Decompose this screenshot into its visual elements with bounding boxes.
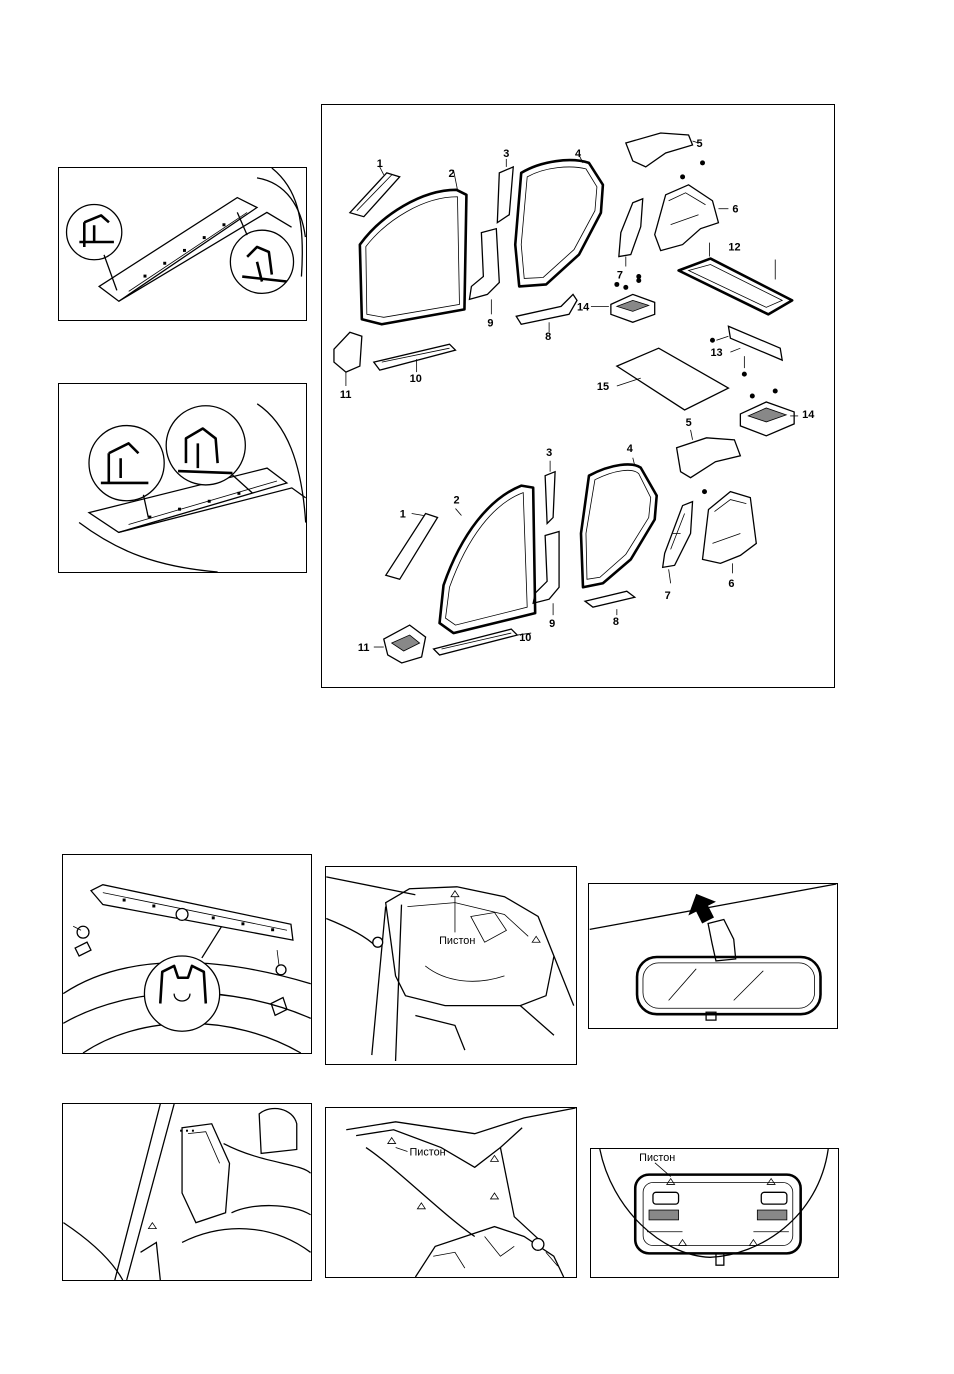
part-5-c-pillar-trim-b (677, 438, 741, 478)
part-7-c-pillar-lower-b (663, 502, 693, 568)
callout-1-bottom: 1 (400, 509, 406, 521)
part-9-b-pillar-lower (469, 229, 499, 300)
callout-14-top: 14 (577, 301, 590, 313)
rear-seat-pillar-drawing (63, 1104, 311, 1280)
callout-3-top: 3 (503, 148, 509, 160)
sill-clips-front-drawing (59, 384, 306, 572)
callout-11-top: 11 (340, 389, 352, 401)
callout-14-lower: 14 (802, 409, 815, 421)
part-2-front-door-seal (360, 190, 467, 324)
detail-quarter-trim-piston: Пистон (325, 866, 577, 1065)
callout-13-top: 13 (710, 347, 722, 359)
callout-6-top: 6 (732, 204, 738, 216)
part-5-c-pillar-trim (626, 133, 693, 167)
callout-3-bottom: 3 (546, 447, 552, 459)
sill-clips-rear-drawing (59, 168, 306, 320)
callout-4-top: 4 (575, 148, 582, 160)
callout-5-top: 5 (697, 138, 703, 150)
detail-rear-panel-clips (62, 854, 312, 1054)
callout-9-bottom: 9 (549, 618, 555, 630)
callout-6-bottom: 6 (728, 578, 734, 590)
interior-trim-exploded-view: 1 2 3 4 5 6 7 8 9 10 11 12 13 14 15 14 1 (322, 105, 834, 687)
piston-label-c-pillar: Пистон (409, 1146, 445, 1158)
part-13-bracket (728, 326, 782, 360)
part-3-b-pillar-upper (497, 167, 513, 223)
part-6-quarter-trim (655, 185, 719, 251)
dome-light-pistons-drawing: Пистон (591, 1149, 838, 1277)
part-1-a-pillar-trim-b (386, 514, 438, 580)
part-4-rear-door-seal (515, 160, 603, 286)
callout-8-top: 8 (545, 331, 551, 343)
callout-12-top: 12 (728, 242, 740, 254)
detail-rear-mirror (588, 883, 838, 1029)
callout-10-bottom: 10 (519, 632, 531, 644)
part-11-kick-panel (334, 332, 362, 372)
detail-rear-seat-pillar (62, 1103, 312, 1281)
part-8-rear-sill-plate (516, 294, 577, 324)
callout-9-top: 9 (487, 317, 493, 329)
rear-panel-clips-drawing (63, 855, 311, 1053)
part-6-quarter-trim-b (703, 492, 757, 564)
part-8-rear-sill-plate-b (585, 591, 635, 607)
rear-mirror-drawing (589, 884, 837, 1028)
detail-c-pillar-pistons: Пистон (325, 1107, 577, 1278)
callout-5-bottom: 5 (686, 417, 692, 429)
callout-1-top: 1 (377, 158, 383, 170)
part-10-front-sill-plate (374, 344, 456, 370)
part-2-front-door-seal-b (440, 486, 536, 633)
c-pillar-pistons-drawing: Пистон (326, 1108, 576, 1277)
part-4-rear-door-seal-b (581, 464, 657, 587)
detail-dome-light-pistons: Пистон (590, 1148, 839, 1278)
main-exploded-diagram: 1 2 3 4 5 6 7 8 9 10 11 12 13 14 15 14 1 (321, 104, 835, 688)
part-3-b-pillar-upper-b (545, 472, 555, 524)
callout-7-top: 7 (617, 269, 623, 281)
detail-sill-clips-rear (58, 167, 307, 321)
callout-8-bottom: 8 (613, 616, 619, 628)
part-10-front-sill-plate-b (434, 629, 518, 655)
callout-11-bottom: 11 (358, 642, 370, 654)
quarter-trim-piston-drawing: Пистон (326, 867, 576, 1064)
detail-sill-clips-front (58, 383, 307, 573)
piston-label-quarter: Пистон (439, 935, 475, 947)
callout-2-bottom: 2 (453, 495, 459, 507)
callout-7-bottom: 7 (665, 590, 671, 602)
part-9-b-pillar-lower-b (533, 531, 559, 603)
callout-4-bottom: 4 (627, 443, 634, 455)
part-7-c-pillar-lower (619, 199, 643, 257)
callout-10-top: 10 (410, 373, 422, 385)
piston-label-dome: Пистон (639, 1152, 675, 1164)
callout-15-top: 15 (597, 381, 609, 393)
callout-2-top: 2 (449, 168, 455, 180)
